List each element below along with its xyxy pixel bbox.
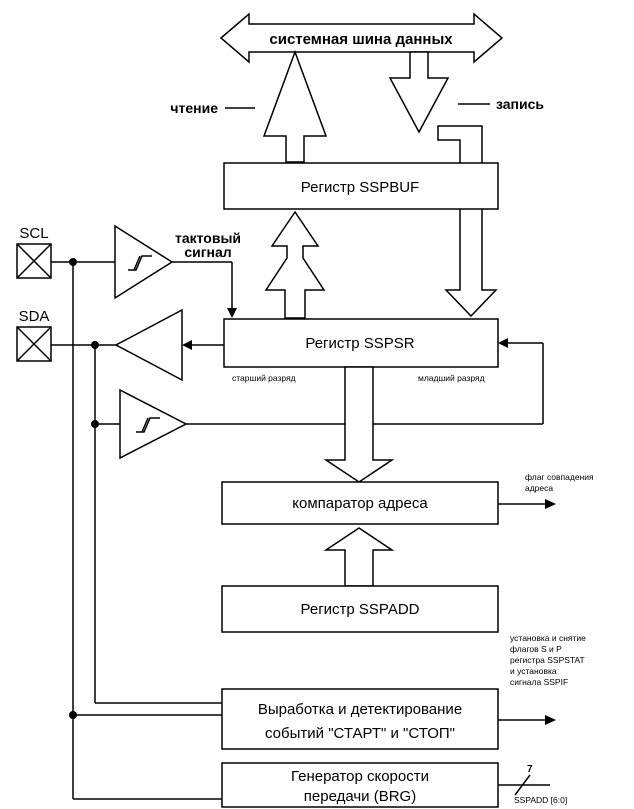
start-stop-out-1: установка и снятие	[510, 633, 586, 643]
write-label: запись	[496, 96, 544, 112]
sspbuf-register	[223, 162, 499, 210]
write-path-arrow	[437, 125, 498, 318]
brg-line-2: передачи (BRG)	[304, 788, 416, 805]
scl-label: SCL	[19, 225, 48, 242]
sda-label: SDA	[19, 308, 50, 325]
msb-label: старший разряд	[232, 373, 296, 383]
address-comparator	[221, 481, 499, 525]
write-arrow	[388, 51, 450, 134]
start-stop-out-4: и установка	[510, 666, 557, 676]
brg-bus-width: 7	[527, 764, 533, 775]
sspsr-to-comparator-arrow	[323, 366, 395, 483]
read-arrow	[262, 49, 328, 163]
bus-label: системная шина данных	[269, 31, 453, 48]
sspsr-to-sspbuf-arrow	[264, 210, 326, 319]
scl-schmitt-buffer	[114, 224, 174, 300]
sda-schmitt-buffer	[119, 388, 188, 460]
brg-line-1: Генератор скорости	[291, 768, 429, 785]
match-flag-2: адреса	[525, 483, 553, 493]
system-data-bus	[219, 12, 504, 64]
sspbuf-label: Регистр SSPBUF	[301, 179, 419, 196]
sspadd-register	[221, 585, 499, 633]
clock-label-1: тактовый	[175, 230, 241, 246]
clock-label-2: сигнал	[184, 244, 231, 260]
baud-rate-generator	[221, 762, 499, 808]
lsb-label: младший разряд	[418, 373, 485, 383]
start-stop-out-3: регистра SSPSTAT	[510, 655, 585, 665]
match-flag-1: флаг совпадения	[525, 472, 594, 482]
comparator-label: компаратор адреса	[292, 495, 428, 512]
start-stop-line-1: Выработка и детектирование	[258, 701, 462, 718]
sspadd-label: Регистр SSPADD	[301, 601, 420, 618]
sspadd-to-comparator-arrow	[323, 527, 395, 587]
scl-start-stop-junction	[69, 711, 77, 719]
sspsr-label: Регистр SSPSR	[305, 335, 414, 352]
read-label: чтение	[170, 100, 218, 116]
start-stop-out-2: флагов S и P	[510, 644, 562, 654]
start-stop-out-5: сигнала SSPIF	[510, 677, 568, 687]
start-stop-line-2: событий "СТАРТ" и "СТОП"	[265, 725, 455, 742]
sda-output-buffer	[114, 308, 183, 382]
start-stop-detector	[221, 688, 499, 750]
brg-bus-label: SSPADD [6:0]	[514, 795, 567, 805]
